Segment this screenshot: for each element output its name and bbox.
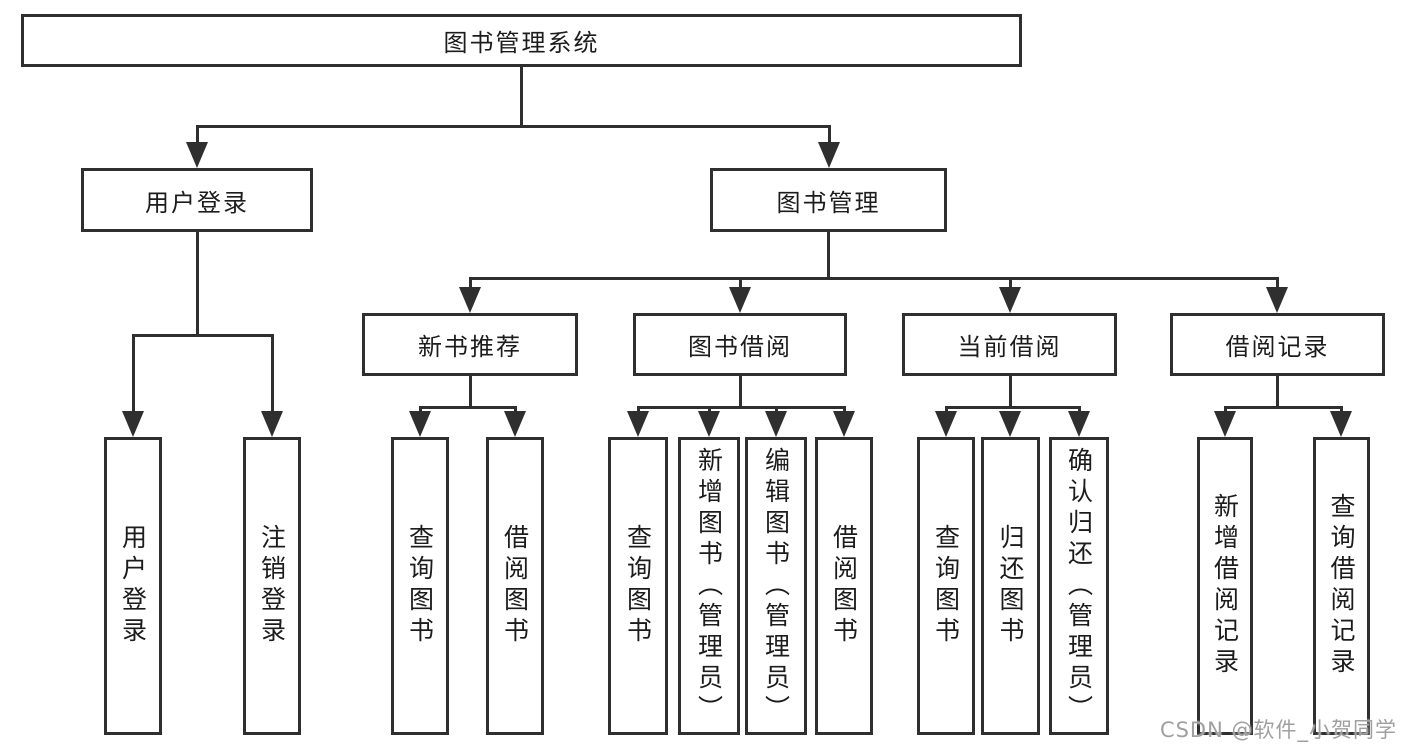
leaf-label: 借阅图书 <box>829 524 859 648</box>
connector-line <box>828 125 831 147</box>
leaf-label: 查询图书 <box>931 524 961 648</box>
connector-line <box>196 232 199 335</box>
leaf-label: 查询图书 <box>623 524 653 648</box>
arrow-down-icon <box>504 411 526 437</box>
connector-line <box>739 277 742 291</box>
connector-line <box>637 406 640 415</box>
arrow-down-icon <box>122 411 144 437</box>
leaf-recommend-borrow-books: 借阅图书 <box>486 437 544 735</box>
connector-line <box>637 406 846 409</box>
connector-line <box>196 125 199 147</box>
node-borrowing-records: 借阅记录 <box>1170 313 1385 376</box>
connector-line <box>1009 376 1012 409</box>
connector-line <box>520 67 523 126</box>
connector-line <box>1009 277 1012 291</box>
connector-line <box>945 406 948 415</box>
leaf-label: 确认归还（管理员） <box>1064 446 1094 726</box>
connector-line <box>514 406 517 415</box>
connector-line <box>469 277 472 291</box>
node-label: 图书借阅 <box>688 333 792 361</box>
arrow-down-icon <box>833 411 855 437</box>
leaf-label: 新增借阅记录 <box>1210 493 1240 679</box>
arrow-down-icon <box>459 287 481 313</box>
arrow-down-icon <box>261 411 283 437</box>
node-user-login: 用户登录 <box>81 168 313 232</box>
node-label: 新书推荐 <box>418 333 522 361</box>
node-book-borrowing: 图书借阅 <box>633 313 847 376</box>
leaf-borrow-add-books-admin: 新增图书（管理员） <box>678 437 740 735</box>
node-book-management: 图书管理 <box>710 168 947 232</box>
connector-line <box>708 406 711 415</box>
node-label: 用户登录 <box>145 188 249 217</box>
leaf-current-query-books: 查询图书 <box>917 437 975 735</box>
leaf-borrow-query-books: 查询图书 <box>608 437 668 735</box>
node-current-borrowing: 当前借阅 <box>902 313 1117 376</box>
leaf-user-login: 用户登录 <box>104 437 162 735</box>
leaf-current-confirm-return-admin: 确认归还（管理员） <box>1049 437 1109 735</box>
connector-line <box>469 376 472 409</box>
arrow-down-icon <box>765 411 787 437</box>
arrow-down-icon <box>1214 411 1236 437</box>
leaf-label: 注销登录 <box>257 524 287 648</box>
leaf-label: 归还图书 <box>996 524 1025 648</box>
connector-line <box>132 334 135 414</box>
connector-line <box>775 406 778 415</box>
leaf-logout: 注销登录 <box>243 437 301 735</box>
connector-line <box>469 277 1279 280</box>
arrow-down-icon <box>999 287 1021 313</box>
node-label: 借阅记录 <box>1225 333 1330 361</box>
connector-line <box>827 232 830 278</box>
arrow-down-icon <box>1068 411 1090 437</box>
leaf-label: 新增图书（管理员） <box>694 446 724 726</box>
leaf-current-return-books: 归还图书 <box>981 437 1040 735</box>
node-label: 图书管理系统 <box>443 29 600 57</box>
connector-line <box>1224 406 1227 415</box>
node-library-management-system: 图书管理系统 <box>21 14 1022 67</box>
connector-line <box>1078 406 1081 415</box>
leaf-recommend-query-books: 查询图书 <box>391 437 449 735</box>
connector-line <box>843 406 846 415</box>
arrow-down-icon <box>729 287 751 313</box>
leaf-label: 编辑图书（管理员） <box>761 446 791 726</box>
leaf-label: 查询借阅记录 <box>1327 493 1356 679</box>
node-new-book-recommend: 新书推荐 <box>362 313 578 376</box>
arrow-down-icon <box>935 411 957 437</box>
leaf-records-query-record: 查询借阅记录 <box>1313 437 1370 735</box>
arrow-down-icon <box>698 411 720 437</box>
node-label: 图书管理 <box>776 188 881 217</box>
leaf-borrow-edit-books-admin: 编辑图书（管理员） <box>745 437 807 735</box>
arrow-down-icon <box>818 142 840 168</box>
leaf-borrow-borrow-books: 借阅图书 <box>815 437 873 735</box>
leaf-label: 查询图书 <box>405 524 435 648</box>
arrow-down-icon <box>999 411 1021 437</box>
leaf-label: 用户登录 <box>118 524 148 648</box>
connector-line <box>271 334 274 414</box>
connector-line <box>419 406 422 415</box>
connector-line <box>1340 406 1343 415</box>
connector-line <box>945 406 1081 409</box>
arrow-down-icon <box>1266 287 1288 313</box>
connector-line <box>132 334 274 337</box>
arrow-down-icon <box>627 411 649 437</box>
leaf-label: 借阅图书 <box>500 524 530 648</box>
node-label: 当前借阅 <box>957 333 1062 361</box>
connector-line <box>1276 277 1279 291</box>
connector-line <box>739 376 742 409</box>
arrow-down-icon <box>409 411 431 437</box>
connector-line <box>1224 406 1343 409</box>
leaf-records-add-record: 新增借阅记录 <box>1197 437 1253 735</box>
connector-line <box>196 125 831 128</box>
watermark: CSDN @软件_小贺同学 <box>1159 718 1397 742</box>
connector-line <box>1276 376 1279 409</box>
connector-line <box>419 406 517 409</box>
arrow-down-icon <box>186 142 208 168</box>
arrow-down-icon <box>1330 411 1352 437</box>
